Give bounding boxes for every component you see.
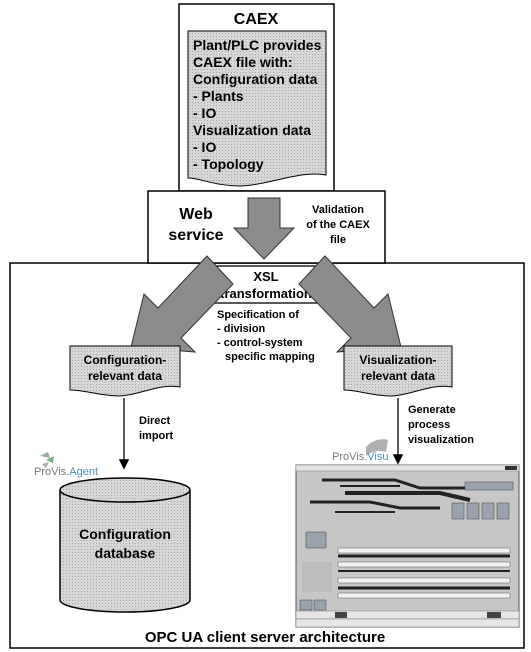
caex-line: Configuration data xyxy=(193,71,318,87)
caex-line: CAEX file with: xyxy=(193,54,293,70)
provis-agent-icon xyxy=(40,452,54,468)
visual-data-document xyxy=(343,345,453,397)
web-service-label: Web xyxy=(179,206,213,223)
config-data-label: relevant data xyxy=(88,369,162,383)
direct-import-label: Direct xyxy=(139,415,171,427)
specification-text: Specification of - division - control-sy… xyxy=(217,309,315,363)
validation-line: Validation xyxy=(312,204,364,216)
configuration-database: Configuration database xyxy=(59,477,191,613)
visual-data-label: Visualization- xyxy=(359,353,436,367)
caex-line: - IO xyxy=(193,139,216,155)
specification-line: - division xyxy=(217,323,266,335)
provis-visu-text: ProVis.Visu xyxy=(332,451,388,463)
caex-line: - Topology xyxy=(193,156,264,172)
caex-document xyxy=(187,30,327,187)
generate-label: Generate xyxy=(408,404,456,416)
provis-agent-logo: ProVis.Agent xyxy=(34,452,98,478)
caex-line: Visualization data xyxy=(193,122,311,138)
direct-import-label: import xyxy=(139,430,174,442)
config-data-document xyxy=(69,345,181,397)
caex-line: - Plants xyxy=(193,88,244,104)
validation-line: of the CAEX xyxy=(306,219,370,231)
xsl-label: transformation xyxy=(220,286,312,301)
caex-line: Plant/PLC provides xyxy=(193,37,322,53)
database-label: database xyxy=(95,545,156,561)
caex-line: - IO xyxy=(193,105,216,121)
caex-lines: Plant/PLC provides CAEX file with: Confi… xyxy=(193,37,322,172)
provis-visu-icon xyxy=(366,439,388,456)
web-service-arrow xyxy=(232,197,296,260)
visual-data-label: relevant data xyxy=(361,369,435,383)
provis-visu-logo: ProVis.Visu xyxy=(332,439,388,463)
specification-line: specific mapping xyxy=(225,351,315,363)
validation-text: Validation of the CAEX file xyxy=(306,204,370,246)
provis-agent-text: ProVis.Agent xyxy=(34,466,98,478)
generate-label: process xyxy=(408,419,450,431)
xsl-label: XSL xyxy=(253,269,278,284)
generate-label: visualization xyxy=(408,434,474,446)
specification-line: Specification of xyxy=(217,309,299,321)
config-data-label: Configuration- xyxy=(84,353,167,367)
process-visualization-screenshot xyxy=(295,464,520,628)
database-label: Configuration xyxy=(79,526,171,542)
footer-title: OPC UA client server architecture xyxy=(145,629,385,646)
caex-title: CAEX xyxy=(234,11,279,28)
validation-line: file xyxy=(330,234,346,246)
specification-line: - control-system xyxy=(217,337,303,349)
right-transform-arrow xyxy=(298,255,402,353)
web-service-label: service xyxy=(168,227,223,244)
